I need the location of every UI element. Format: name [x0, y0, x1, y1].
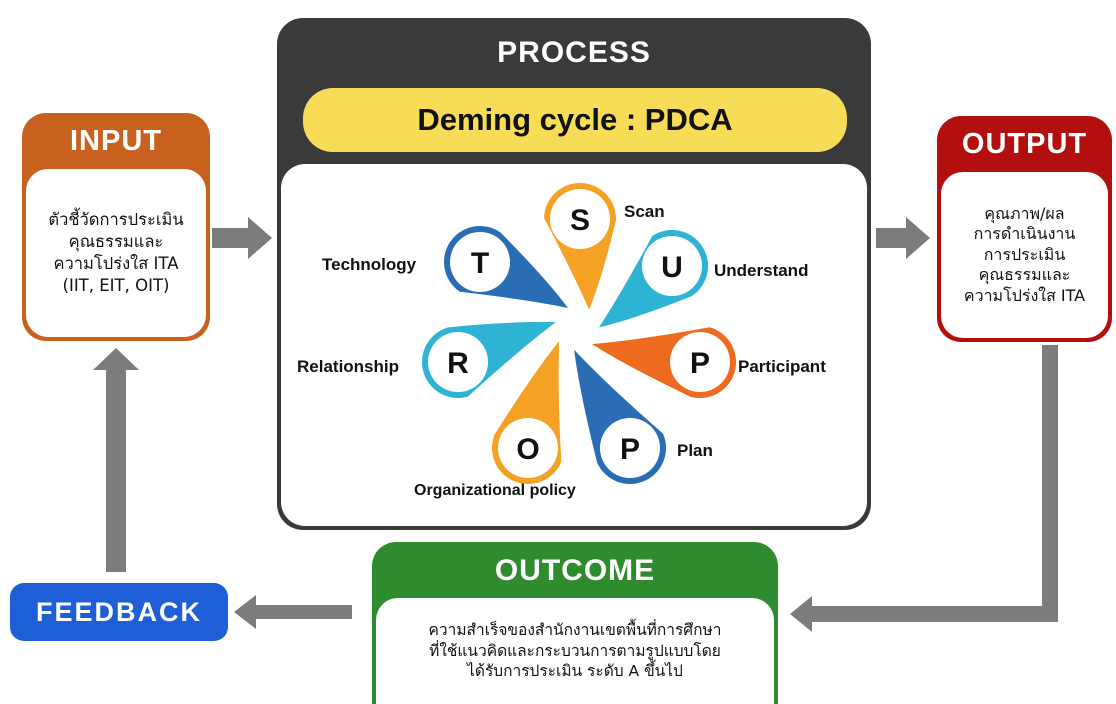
feedback-box: FEEDBACK: [10, 583, 228, 641]
process-subtitle: Deming cycle : PDCA: [417, 102, 733, 137]
output-line: ความโปร่งใส ITA: [963, 285, 1086, 305]
petal-letter-circle: [550, 189, 610, 249]
output-line: การดำเนินงาน: [973, 224, 1076, 244]
outcome-box: OUTCOME ความสำเร็จของสำนักงานเขตพื้นที่ก…: [372, 542, 778, 704]
petal-letter: P: [690, 347, 710, 380]
petal-label-relationship: Relationship: [297, 357, 400, 376]
petal-letter: U: [661, 251, 683, 284]
input-line: คุณธรรมและ: [68, 232, 164, 252]
arrow-outcome-to-feedback: [234, 595, 352, 629]
petal-letter: T: [471, 247, 489, 280]
outcome-line: ได้รับการประเมิน ระดับ A ขึ้นไป: [467, 662, 683, 681]
input-box: INPUT ตัวชี้วัดการประเมิน คุณธรรมและ ควา…: [22, 113, 210, 341]
output-line: คุณภาพ/ผล: [984, 203, 1065, 223]
petal-label-participant: Participant: [738, 357, 826, 376]
output-title: OUTPUT: [961, 128, 1088, 160]
input-description: ตัวชี้วัดการประเมิน คุณธรรมและ ความโปร่ง…: [26, 169, 206, 337]
petal-letter-circle: [428, 332, 488, 392]
output-line: การประเมิน: [983, 244, 1066, 264]
process-box: PROCESS Deming cycle : PDCA: [277, 18, 871, 530]
petal-letter: P: [620, 433, 640, 466]
output-line: คุณธรรมและ: [978, 265, 1071, 285]
petal-letter: S: [570, 204, 590, 237]
petal-label-scan: Scan: [624, 202, 665, 221]
output-box: OUTPUT คุณภาพ/ผล การดำเนินงาน การประเมิน…: [937, 116, 1112, 342]
outcome-title: OUTCOME: [494, 554, 656, 587]
arrow-input-to-process: [212, 217, 272, 259]
petal-letter-circle: [600, 418, 660, 478]
pinwheel-hub: [559, 310, 595, 346]
feedback-title: FEEDBACK: [35, 596, 202, 627]
petal-label-understand: Understand: [714, 261, 809, 280]
petal-label-plan: Plan: [677, 441, 713, 460]
arrow-feedback-to-input: [93, 348, 139, 572]
outcome-line: ความสำเร็จของสำนักงานเขตพื้นที่การศึกษา: [428, 620, 722, 639]
outcome-description: ความสำเร็จของสำนักงานเขตพื้นที่การศึกษา …: [376, 598, 774, 704]
arrow-process-to-output: [876, 217, 930, 259]
input-line: ความโปร่งใส ITA: [53, 254, 179, 273]
output-description: คุณภาพ/ผล การดำเนินงาน การประเมิน คุณธรร…: [941, 172, 1108, 338]
process-subtitle-pill: Deming cycle : PDCA: [303, 88, 847, 152]
petal-letter: O: [516, 433, 539, 466]
petal-letter-circle: [642, 236, 702, 296]
input-line: (IIT, EIT, OIT): [62, 275, 170, 295]
petal-letter: R: [447, 347, 469, 380]
input-title: INPUT: [70, 125, 162, 157]
petal-label-technology: Technology: [322, 255, 417, 274]
process-title: PROCESS: [497, 36, 651, 69]
petal-letter-circle: [670, 332, 730, 392]
petal-label-organizational-policy: Organizational policy: [414, 482, 576, 499]
outcome-line: ที่ใช้แนวคิดและกระบวนการตามรูปแบบโดย: [429, 641, 721, 660]
petal-letter-circle: [450, 232, 510, 292]
petal-letter-circle: [498, 418, 558, 478]
input-line: ตัวชี้วัดการประเมิน: [48, 210, 184, 230]
